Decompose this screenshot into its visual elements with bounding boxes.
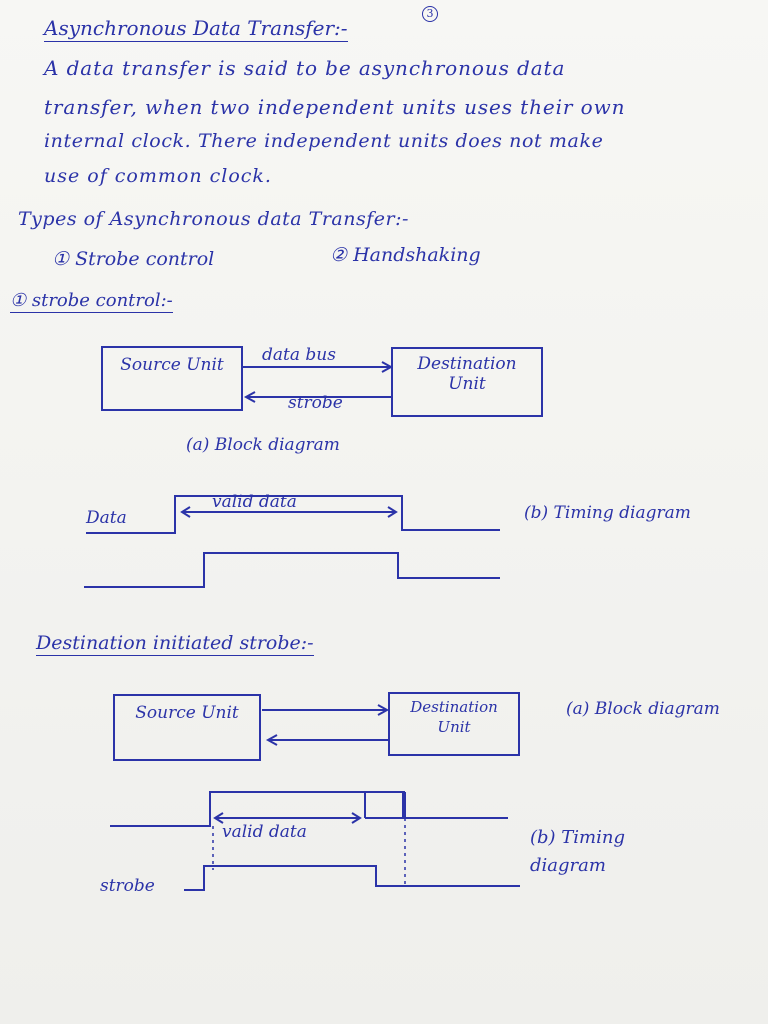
intro-line-2: transfer, when two independent units use… bbox=[44, 95, 626, 119]
s1-strobe-waveform bbox=[84, 552, 500, 588]
s2-valid-data-label: valid data bbox=[222, 822, 307, 842]
s2-strobe-waveform bbox=[184, 865, 520, 891]
s2-source-box bbox=[113, 694, 261, 761]
s2-destination-box bbox=[388, 692, 520, 756]
s1-valid-data-label: valid data bbox=[212, 492, 297, 512]
s1-source-label: Source Unit bbox=[120, 355, 224, 375]
page-title: Asynchronous Data Transfer:- bbox=[44, 16, 348, 42]
s2-source-label: Source Unit bbox=[135, 703, 239, 723]
s1-destination-box bbox=[391, 347, 543, 417]
destination-initiated-heading: Destination initiated strobe:- bbox=[36, 632, 314, 656]
s2-strobe-label: strobe bbox=[100, 876, 155, 896]
s1-data-bus-label: data bus bbox=[262, 345, 336, 365]
type-strobe-control: ① Strobe control bbox=[52, 248, 215, 270]
s1-data-label: Data bbox=[86, 508, 127, 528]
s1-timing-caption: (b) Timing diagram bbox=[524, 503, 691, 523]
s1-data-waveform bbox=[86, 495, 500, 534]
intro-line-4: use of common clock. bbox=[44, 165, 272, 187]
s1-destination-label: Destination Unit bbox=[417, 354, 517, 394]
type-handshaking: ② Handshaking bbox=[330, 244, 481, 266]
s1-block-caption: (a) Block diagram bbox=[186, 435, 340, 455]
s2-block-caption: (a) Block diagram bbox=[566, 699, 720, 719]
intro-line-1: A data transfer is said to be asynchrono… bbox=[44, 56, 566, 80]
strobe-control-heading: ① strobe control:- bbox=[10, 290, 173, 313]
s1-strobe-label: strobe bbox=[288, 393, 343, 413]
s2-data-waveform bbox=[110, 791, 508, 827]
types-heading: Types of Asynchronous data Transfer:- bbox=[18, 208, 409, 230]
page-number: 3 bbox=[422, 6, 438, 22]
s2-destination-label: Destination Unit bbox=[410, 698, 498, 736]
s1-source-box bbox=[101, 346, 243, 411]
s2-timing-caption: (b) Timing diagram bbox=[530, 827, 625, 876]
intro-line-3: internal clock. There independent units … bbox=[44, 130, 604, 152]
